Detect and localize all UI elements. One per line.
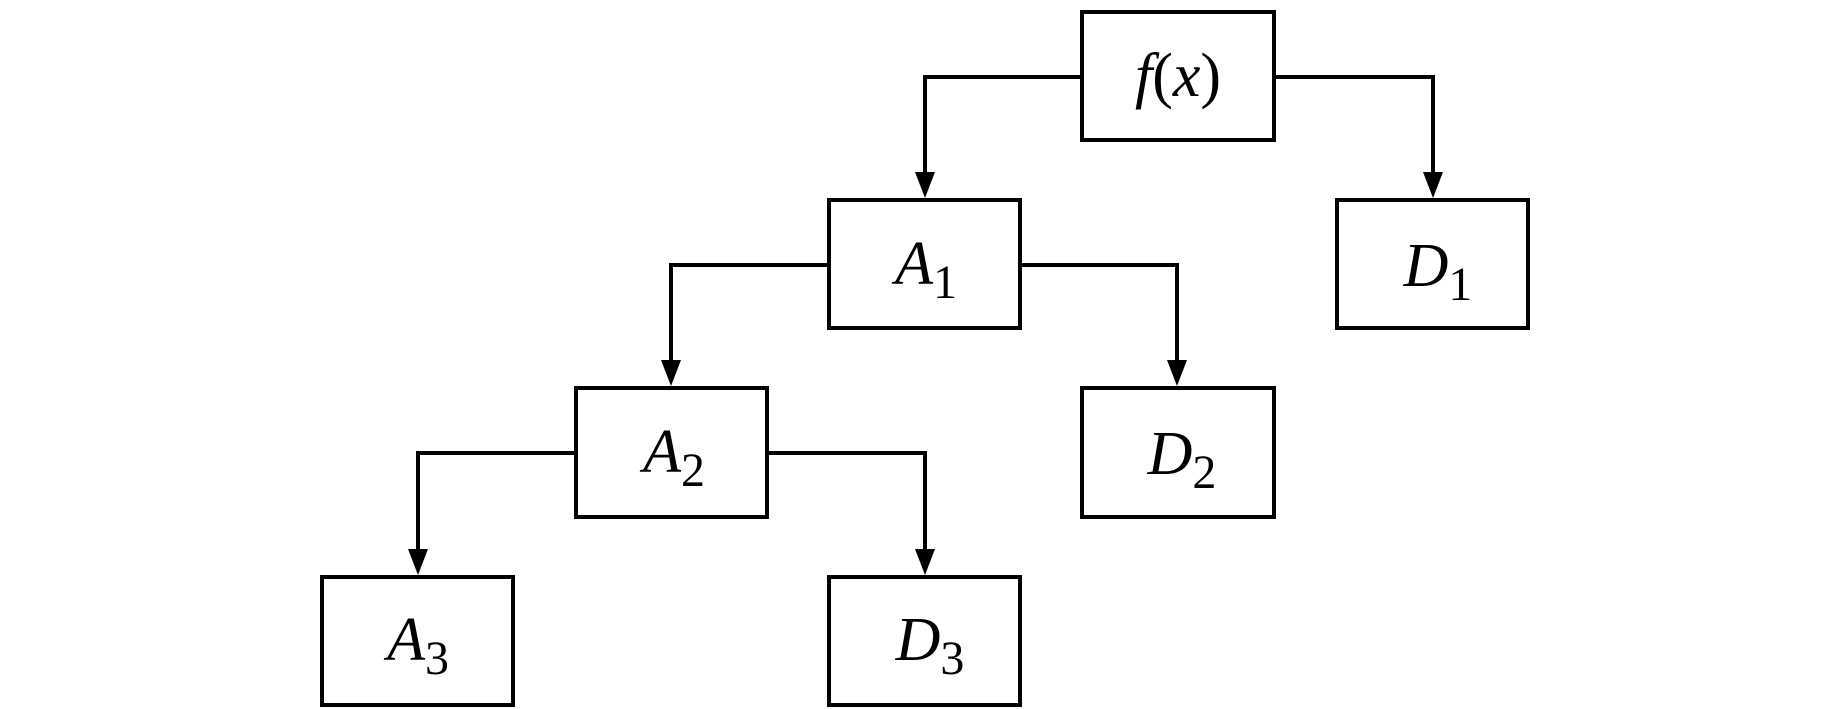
node-d2: D2 (1080, 386, 1276, 519)
edge-a1-to-d2 (1020, 263, 1179, 368)
arrowhead-d3 (915, 549, 935, 575)
node-a3-label: A3 (383, 606, 449, 685)
node-d2-sub: 2 (1192, 446, 1216, 499)
node-a1: A1 (827, 198, 1022, 330)
node-a3: A3 (320, 575, 515, 707)
node-root-box (1080, 10, 1276, 142)
node-d1-label: D1 (1403, 232, 1473, 311)
edge-root-to-d1 (1274, 75, 1435, 180)
arrowhead-d2 (1167, 360, 1187, 386)
node-d2-main: D (1147, 420, 1193, 488)
node-root-close-paren: ) (1200, 42, 1221, 110)
node-d3-box (827, 575, 1022, 707)
edge-a1-to-a2 (669, 263, 829, 368)
node-a3-main: A (383, 606, 426, 674)
node-a1-main: A (891, 230, 934, 298)
node-a1-box (827, 198, 1022, 330)
node-d3-label: D3 (895, 606, 965, 685)
node-a2-main: A (639, 418, 682, 486)
node-d1-sub: 1 (1448, 258, 1472, 311)
node-a3-sub: 3 (425, 632, 449, 685)
node-a3-box (320, 575, 515, 707)
node-root-label: f(x) (1135, 42, 1221, 110)
node-d2-label: D2 (1147, 420, 1217, 499)
node-a1-label: A1 (891, 230, 957, 309)
node-a2-box (574, 386, 769, 519)
edge-a2-to-a3 (416, 451, 576, 557)
arrowhead-a1 (915, 172, 935, 198)
node-root-var: x (1172, 42, 1201, 110)
node-d3-main: D (895, 606, 941, 674)
node-d1-main: D (1403, 232, 1449, 300)
node-root: f(x) (1080, 10, 1276, 142)
node-a2: A2 (574, 386, 769, 519)
node-a2-label: A2 (639, 418, 705, 497)
arrowhead-a3 (408, 549, 428, 575)
node-root-open-paren: ( (1152, 42, 1173, 110)
node-a1-sub: 1 (933, 256, 957, 309)
node-d1-box (1335, 198, 1530, 330)
node-d2-box (1080, 386, 1276, 519)
node-d1: D1 (1335, 198, 1530, 330)
edge-root-to-a1 (923, 75, 1082, 180)
node-d3-sub: 3 (940, 632, 964, 685)
edge-a2-to-d3 (767, 451, 927, 557)
node-d3: D3 (827, 575, 1022, 707)
node-a2-sub: 2 (681, 444, 705, 497)
arrowhead-d1 (1423, 172, 1443, 198)
arrowhead-a2 (661, 360, 681, 386)
